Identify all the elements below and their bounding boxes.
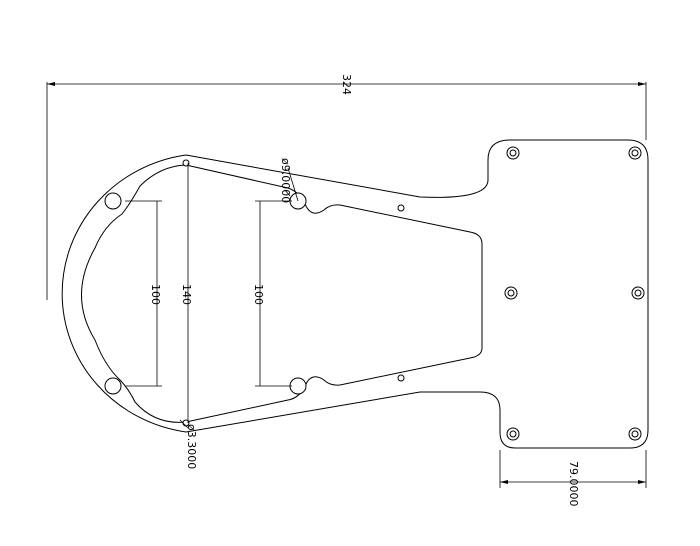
small-hole-neck-top [397,204,405,212]
center-span-label: 140 [180,284,193,305]
inner-span-right-label: 100 [252,284,265,305]
hole-bottom-left [104,377,122,395]
hole-bottom-middle [289,377,307,395]
small-hole-callout: ø3.3000 [179,419,198,469]
dimension-center-140: 140 [180,163,193,423]
inner-span-left-label: 100 [149,284,162,305]
overall-dimension: 324 [46,74,647,300]
overall-length-label: 324 [340,74,353,95]
plate-dimension: 79.0000 [499,450,647,507]
large-hole-callout: ø9.0000 [279,158,299,203]
dimension-left-100: 100 [125,200,162,387]
outer-outline [61,139,649,449]
plate-holes [504,146,645,441]
large-hole-diameter-label: ø9.0000 [279,158,292,203]
hole-top-left [104,192,122,210]
small-hole-top [182,159,190,167]
small-hole-neck-bottom [397,374,405,382]
dimension-right-100: 100 [252,200,292,387]
inner-cutout [81,164,483,423]
small-hole-diameter-label: ø3.3000 [185,424,198,469]
plate-height-label: 79.0000 [567,461,580,507]
